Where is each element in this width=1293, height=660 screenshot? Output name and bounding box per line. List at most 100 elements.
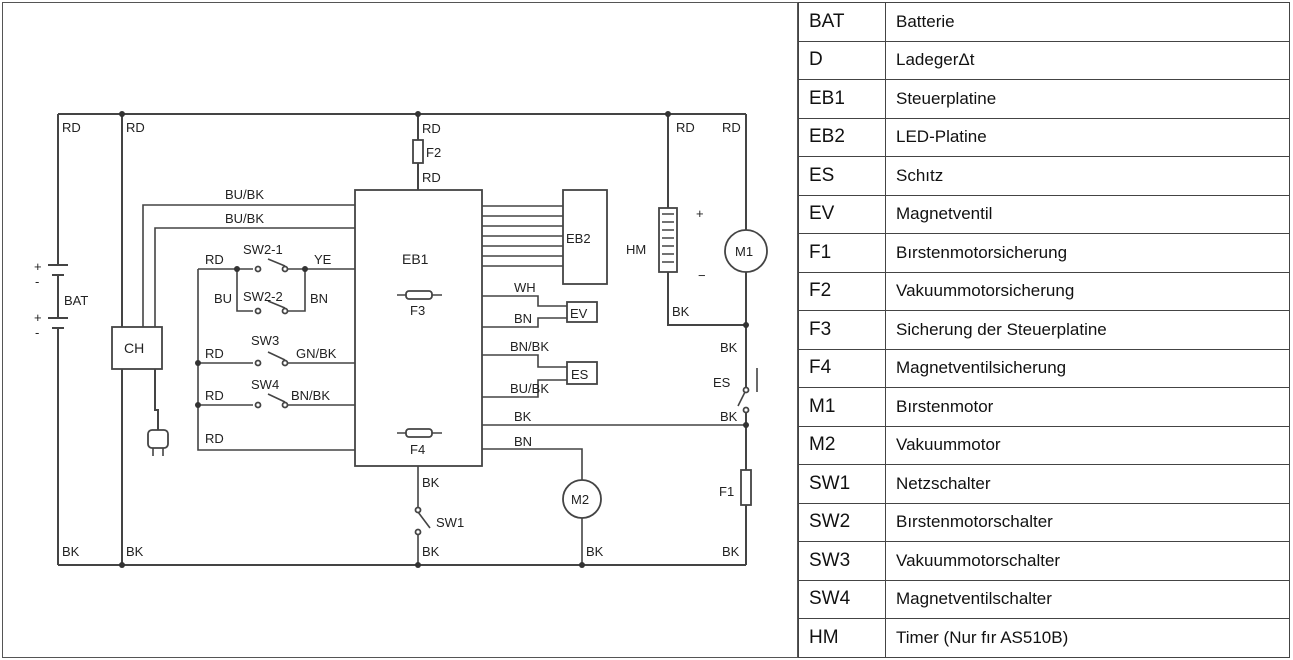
legend-code: F3 bbox=[798, 310, 886, 350]
charger-label: CH bbox=[124, 340, 144, 356]
legend-code: EV bbox=[798, 194, 886, 235]
wire-hm bbox=[667, 114, 746, 326]
wire-bu-bk-1 bbox=[142, 204, 355, 327]
m1-label: M1 bbox=[735, 244, 753, 259]
legend-code: BAT bbox=[798, 2, 886, 42]
f3-label: F3 bbox=[410, 303, 425, 318]
es-label: ES bbox=[571, 367, 589, 382]
label-bk-bottom-2: BK bbox=[126, 544, 144, 559]
junction-dots bbox=[119, 111, 749, 568]
legend-description: LadegerΔt bbox=[885, 40, 1290, 81]
label-sw2-1: SW2-1 bbox=[243, 242, 283, 257]
legend-description: Netzschalter bbox=[885, 464, 1290, 504]
legend-description: Batterie bbox=[885, 2, 1290, 42]
hm-plus: + bbox=[696, 206, 704, 221]
legend-code: F2 bbox=[798, 271, 886, 312]
legend-code: SW2 bbox=[798, 502, 886, 543]
charger-box bbox=[111, 326, 163, 370]
fuse-f3 bbox=[397, 290, 442, 300]
wire-bubk-es bbox=[482, 379, 567, 398]
label-bk-sw1: BK bbox=[422, 475, 440, 490]
label-sw2-1-ye: YE bbox=[314, 252, 332, 267]
ev-label: EV bbox=[570, 306, 588, 321]
label-rd-left-outer: RD bbox=[62, 120, 81, 135]
legend-description: LED-Platine bbox=[885, 117, 1290, 158]
bat-plus-1: + bbox=[34, 259, 42, 274]
label-bk-bottom-4: BK bbox=[586, 544, 604, 559]
eb1-label: EB1 bbox=[402, 251, 429, 267]
charger-cord bbox=[154, 369, 159, 430]
label-sw2-2: SW2-2 bbox=[243, 289, 283, 304]
legend-description: Magnetventilsicherung bbox=[885, 348, 1290, 389]
legend-description: Schıtz bbox=[885, 156, 1290, 196]
label-bn-m2: BN bbox=[514, 434, 532, 449]
legend-code: SW4 bbox=[798, 579, 886, 620]
label-eb1-rd-bottom: RD bbox=[205, 431, 224, 446]
legend-code: SW3 bbox=[798, 541, 886, 581]
legend-description: Bırstenmotor bbox=[885, 387, 1290, 427]
wire-bn-m2 bbox=[482, 448, 583, 480]
legend-description: Bırstenmotorschalter bbox=[885, 502, 1290, 543]
label-f2: F2 bbox=[426, 145, 441, 160]
label-bk-bottom-3: BK bbox=[422, 544, 440, 559]
eb2-label: EB2 bbox=[566, 231, 591, 246]
legend-description: Magnetventil bbox=[885, 194, 1290, 235]
label-f1: F1 bbox=[719, 484, 734, 499]
label-rd-f2-top: RD bbox=[422, 121, 441, 136]
label-bnbk-es: BN/BK bbox=[510, 339, 549, 354]
wire-sw4 bbox=[198, 393, 355, 406]
legend-description: Bırstenmotorsicherung bbox=[885, 233, 1290, 273]
legend-description: Magnetventilschalter bbox=[885, 579, 1290, 620]
label-bk-es-top: BK bbox=[720, 340, 738, 355]
legend-code: F1 bbox=[798, 233, 886, 273]
label-wh: WH bbox=[514, 280, 536, 295]
legend-code: D bbox=[798, 40, 886, 81]
wiring-diagram: + - + - BAT CH BU/BK BU/BK RD RD RD RD R… bbox=[34, 111, 768, 568]
legend-code: EB1 bbox=[798, 79, 886, 119]
wires-eb1-eb2 bbox=[482, 205, 563, 267]
legend-description: Steuerplatine bbox=[885, 79, 1290, 119]
bat-minus-1: - bbox=[35, 274, 39, 289]
label-bu-bk-2: BU/BK bbox=[225, 211, 264, 226]
wire-sw1 bbox=[417, 466, 431, 565]
hm-minus: − bbox=[698, 268, 706, 283]
label-bn-ev: BN bbox=[514, 311, 532, 326]
wire-sw2-2 bbox=[236, 269, 306, 312]
m2-label: M2 bbox=[571, 492, 589, 507]
legend-code: EB2 bbox=[798, 117, 886, 158]
led-board-eb2 bbox=[562, 189, 608, 285]
solenoid-valve-ev bbox=[566, 301, 598, 323]
label-rd-right-inner: RD bbox=[676, 120, 695, 135]
legend-description: Vakuummotorsicherung bbox=[885, 271, 1290, 312]
label-sw1: SW1 bbox=[436, 515, 464, 530]
fuse-f4 bbox=[397, 428, 442, 438]
wire-bu-bk-2 bbox=[154, 227, 355, 327]
wire-bn-ev bbox=[482, 317, 567, 328]
contactor-coil-es bbox=[566, 361, 598, 385]
label-bk-hm: BK bbox=[672, 304, 690, 319]
label-bu-bk-1: BU/BK bbox=[225, 187, 264, 202]
label-sw2-2-bu: BU bbox=[214, 291, 232, 306]
wire-sw3 bbox=[198, 351, 355, 364]
legend-description: Vakuummotorschalter bbox=[885, 541, 1290, 581]
legend-description: Sicherung der Steuerplatine bbox=[885, 310, 1290, 350]
label-bk-bottom-1: BK bbox=[62, 544, 80, 559]
label-sw2-1-rd: RD bbox=[205, 252, 224, 267]
label-rd-right-outer: RD bbox=[722, 120, 741, 135]
legend-code: ES bbox=[798, 156, 886, 196]
